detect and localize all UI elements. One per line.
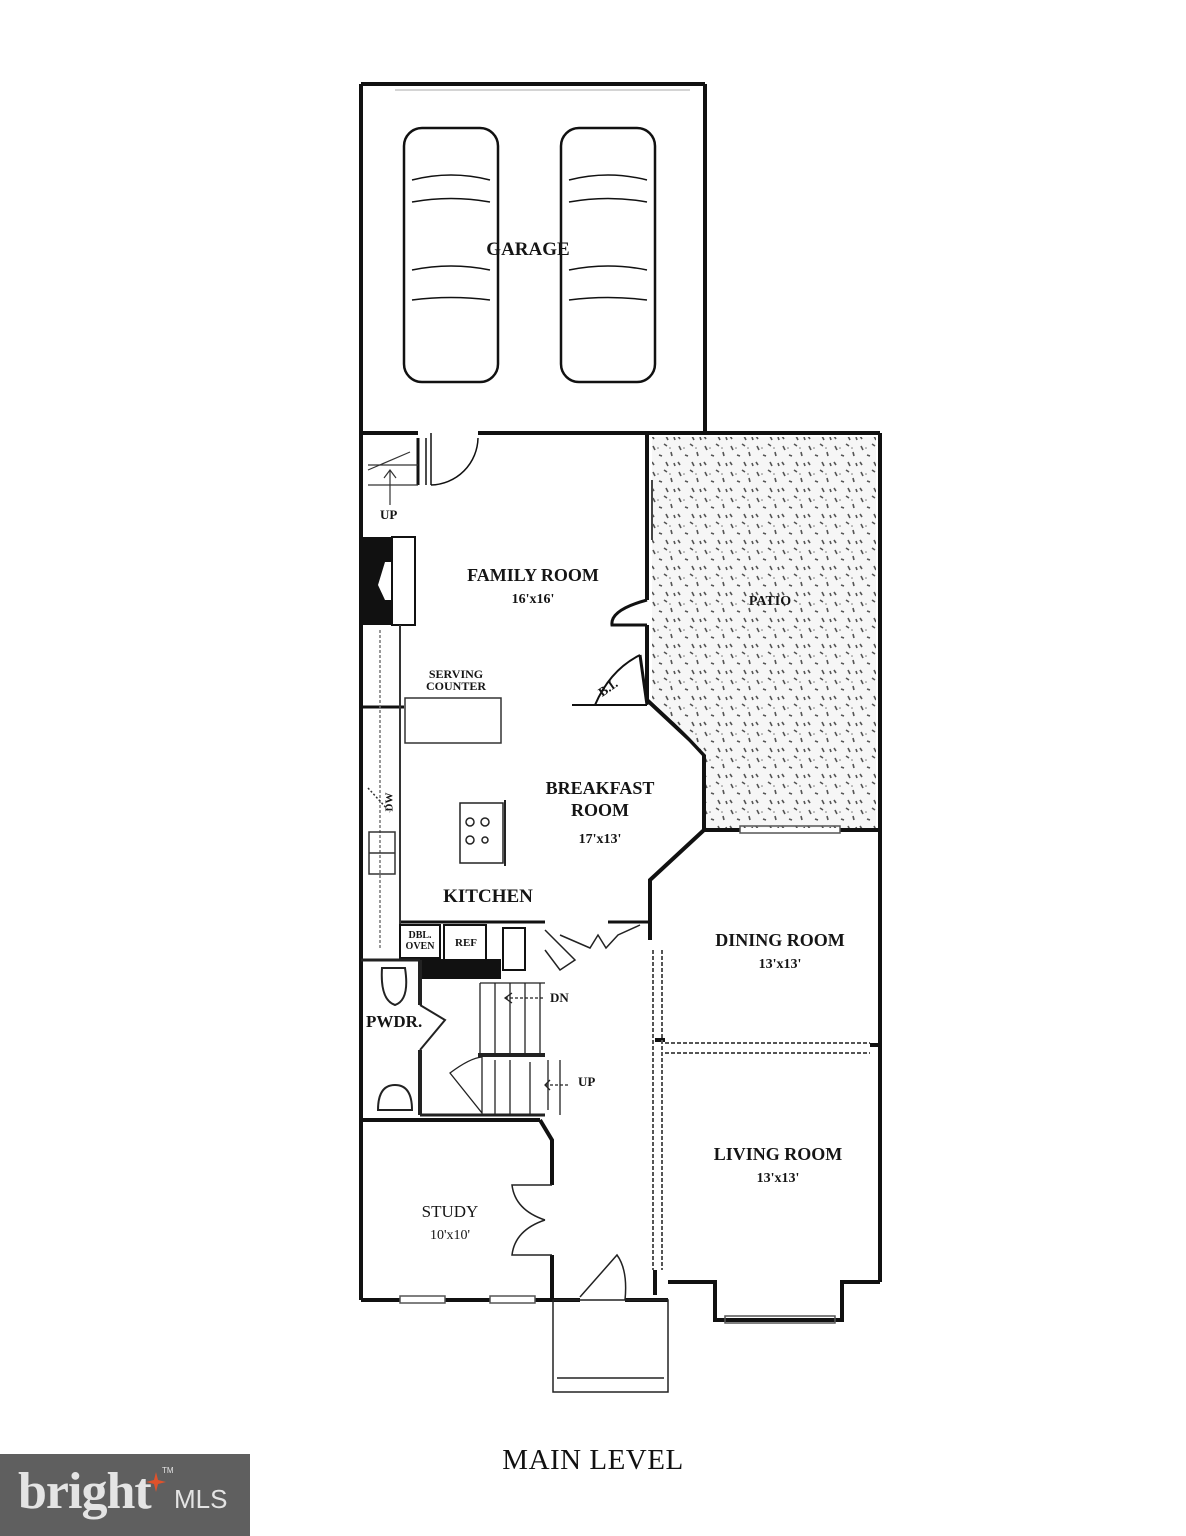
partitions [652, 950, 870, 1270]
sink [367, 787, 396, 875]
room-size-breakfast-room: 17'x13' [578, 832, 622, 847]
room-label-dining-room: DINING ROOM [715, 930, 845, 950]
bright-mls-logo: bright TM MLS [0, 1454, 250, 1536]
fireplace [361, 536, 416, 626]
room-label-patio: PATIO [748, 594, 792, 609]
logo-word: bright [18, 1463, 152, 1520]
stairs-up-garage [367, 451, 418, 505]
room-label-powder-room: PWDR. [366, 1012, 423, 1031]
room-label-breakfast-room: BREAKFAST ROOM [530, 777, 670, 821]
patio-door [572, 598, 649, 706]
cooktop-island [459, 800, 506, 866]
foyer-door [544, 924, 641, 972]
annotation-refrigerator: REF [455, 937, 477, 949]
room-label-living-room: LIVING ROOM [713, 1144, 843, 1164]
oven-line2: OVEN [405, 941, 435, 952]
serving-counter [379, 625, 502, 950]
room-size-living-room: 13'x13' [756, 1171, 800, 1186]
serving-counter-line1: SERVING [428, 667, 484, 681]
room-label-family-room: FAMILY ROOM [467, 565, 599, 585]
annotation-dishwasher: DW [383, 792, 396, 812]
room-size-study: 10'x10' [429, 1228, 471, 1243]
windows [399, 825, 841, 1324]
car-icon [402, 126, 500, 384]
study-door [511, 1184, 552, 1256]
annotation-serving-counter: SERVING COUNTER [416, 668, 496, 692]
room-size-family-room: 16'x16' [511, 592, 555, 607]
front-door [552, 1253, 669, 1393]
breakfast-line2: ROOM [571, 800, 629, 820]
serving-counter-line2: COUNTER [425, 679, 486, 693]
floor-plan-title: MAIN LEVEL [502, 1444, 684, 1476]
annotation-double-oven: DBL. OVEN [400, 930, 440, 952]
car-icon [559, 126, 657, 384]
stairs [420, 982, 568, 1117]
logo-mls: MLS [174, 1484, 228, 1514]
room-label-kitchen: KITCHEN [443, 886, 533, 907]
walls [359, 431, 882, 1322]
sparkle-icon [146, 1472, 166, 1492]
breakfast-line1: BREAKFAST [545, 778, 655, 798]
annotation-stairs-up-main: UP [578, 1074, 596, 1089]
patio-area [652, 437, 876, 828]
room-label-garage: GARAGE [486, 239, 570, 260]
annotation-stairs-up-garage: UP [380, 507, 398, 522]
garage [359, 82, 707, 433]
room-label-study: STUDY [421, 1202, 479, 1221]
room-size-dining-room: 13'x13' [758, 957, 802, 972]
annotation-stairs-down: DN [550, 990, 569, 1005]
trademark: TM [162, 1466, 174, 1475]
oven-line1: DBL. [408, 930, 432, 941]
door [416, 433, 479, 486]
powder-room-fixtures [361, 958, 447, 1115]
